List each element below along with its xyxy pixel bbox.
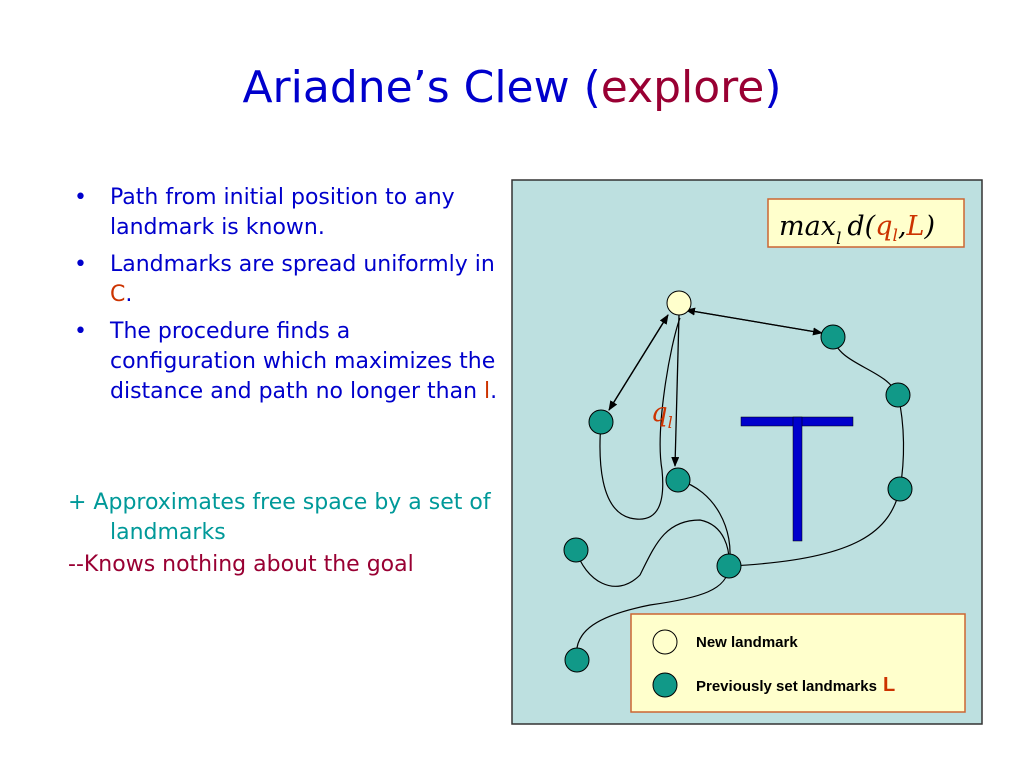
- bullet-glyph: •: [74, 185, 87, 210]
- bullet-text: Path from initial position to any landma…: [110, 185, 455, 240]
- t-obstacle-stem: [792, 416, 803, 542]
- bullet-list: • Path from initial position to any landm…: [68, 183, 498, 414]
- bullet-text-end: .: [490, 379, 498, 404]
- ql-label: ql: [651, 398, 673, 432]
- bullet-red-term: C: [110, 282, 126, 307]
- path-curve: [599, 317, 681, 520]
- legend-prev-landmark-icon: [652, 672, 678, 698]
- landmark: [563, 537, 589, 563]
- title-close: ): [764, 62, 782, 113]
- legend-new-landmark-icon: [652, 629, 678, 655]
- landmark: [665, 467, 691, 493]
- title-main: Ariadne’s Clew (: [242, 62, 601, 113]
- landmark: [716, 553, 742, 579]
- bullet-item: • Landmarks are spread uniformly in C.: [68, 250, 498, 310]
- slide-title: Ariadne’s Clew (explore): [0, 62, 1024, 113]
- new-landmark: [666, 290, 692, 316]
- formula-box: [767, 198, 965, 248]
- arrow-line: [685, 307, 823, 334]
- bullet-text: Landmarks are spread uniformly in: [110, 252, 495, 277]
- landmark: [588, 409, 614, 435]
- bullet-text-end: .: [125, 282, 133, 307]
- bullet-item: • Path from initial position to any landm…: [68, 183, 498, 243]
- path-curve: [575, 519, 730, 587]
- bullet-glyph: •: [74, 319, 87, 344]
- bullet-red-term: l: [484, 379, 491, 404]
- legend-new-label: New landmark: [696, 634, 798, 651]
- bullet-text: The procedure finds a configuration whic…: [110, 319, 496, 404]
- arrow-line: [671, 314, 680, 467]
- bullet-glyph: •: [74, 252, 87, 277]
- bullet-item: • The procedure finds a configuration whi…: [68, 317, 498, 407]
- path-curve: [728, 488, 901, 567]
- pro-note: + Approximates free space by a set of la…: [68, 490, 491, 545]
- landmark: [885, 382, 911, 408]
- title-highlight: explore: [600, 62, 765, 113]
- landmark: [564, 647, 590, 673]
- con-note: --Knows nothing about the goal: [68, 552, 414, 577]
- path-curve: [575, 565, 730, 661]
- landmark: [887, 476, 913, 502]
- arrow-line: [608, 314, 669, 411]
- landmarks: [563, 290, 913, 673]
- distance-arrows: [608, 307, 823, 467]
- legend-box: [630, 613, 966, 713]
- landmark: [820, 324, 846, 350]
